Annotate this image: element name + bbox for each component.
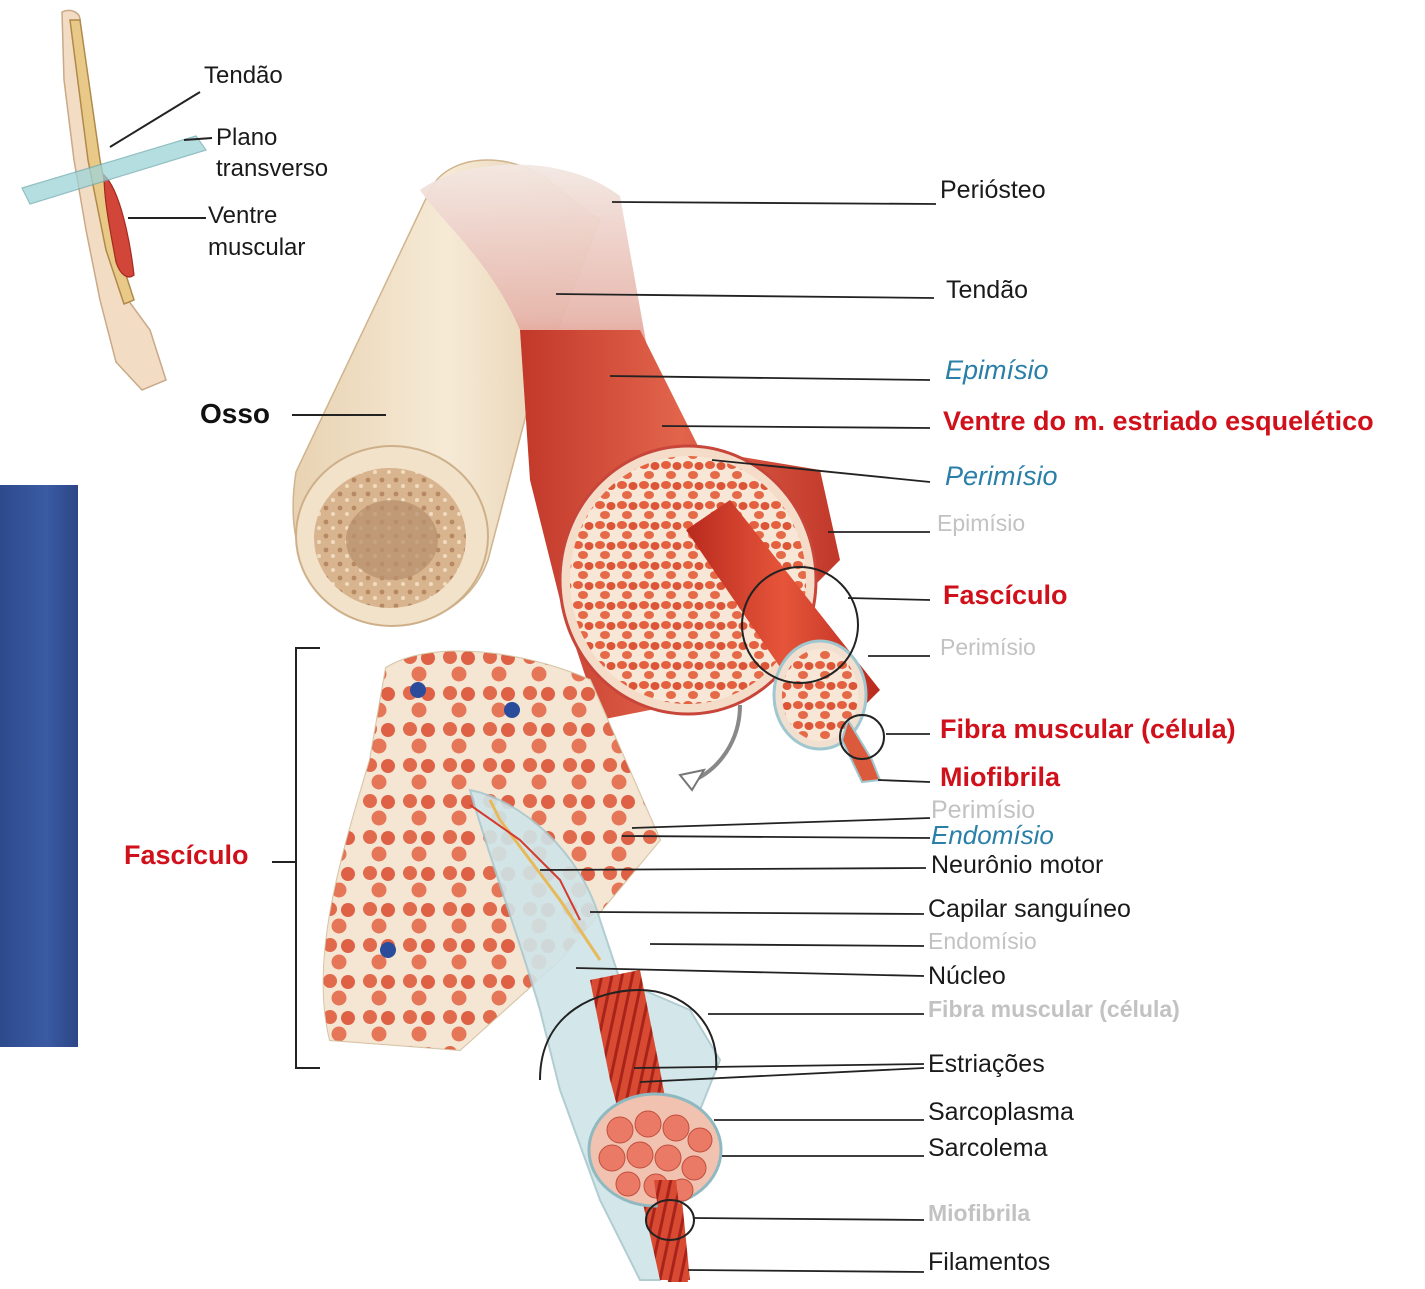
fascicle-bracket — [272, 648, 320, 1068]
label-endomisio-2: Endomísio — [928, 930, 1037, 953]
label-filamentos: Filamentos — [928, 1250, 1050, 1275]
label-endomisio-1: Endomísio — [931, 822, 1054, 848]
label-ventre: Ventre do m. estriado esquelético — [943, 408, 1374, 435]
label-miofibrila-2: Miofibrila — [928, 1202, 1030, 1225]
label-fibra-2: Fibra muscular (célula) — [928, 998, 1180, 1021]
label-periosteo: Periósteo — [940, 178, 1046, 203]
label-sarcolema: Sarcolema — [928, 1136, 1048, 1161]
inset-label-belly-1: Ventre — [208, 204, 277, 228]
label-sarcoplasma: Sarcoplasma — [928, 1100, 1074, 1125]
label-perimisio-1: Perimísio — [945, 463, 1058, 490]
inset-arm — [22, 10, 212, 390]
label-epimisio-2: Epimísio — [937, 512, 1025, 535]
label-neuronio: Neurônio motor — [931, 853, 1103, 878]
inset-label-plane-1: Plano — [216, 126, 277, 150]
label-perimisio-2: Perimísio — [940, 636, 1036, 659]
inset-label-tendon: Tendão — [204, 64, 283, 88]
label-capilar: Capilar sanguíneo — [928, 897, 1131, 922]
inset-label-plane-2: transverso — [216, 157, 328, 181]
label-fibra-1: Fibra muscular (célula) — [940, 716, 1236, 743]
label-fasciculo-left: Fascículo — [124, 842, 249, 869]
label-fasciculo-right: Fascículo — [943, 582, 1068, 609]
label-estriacoes: Estriações — [928, 1052, 1045, 1077]
label-epimisio-1: Epimísio — [945, 357, 1049, 384]
label-tendao: Tendão — [946, 278, 1028, 303]
label-nucleo: Núcleo — [928, 964, 1006, 989]
label-miofibrila-1: Miofibrila — [940, 764, 1060, 791]
label-osso: Osso — [200, 400, 270, 428]
inset-label-belly-2: muscular — [208, 236, 305, 260]
